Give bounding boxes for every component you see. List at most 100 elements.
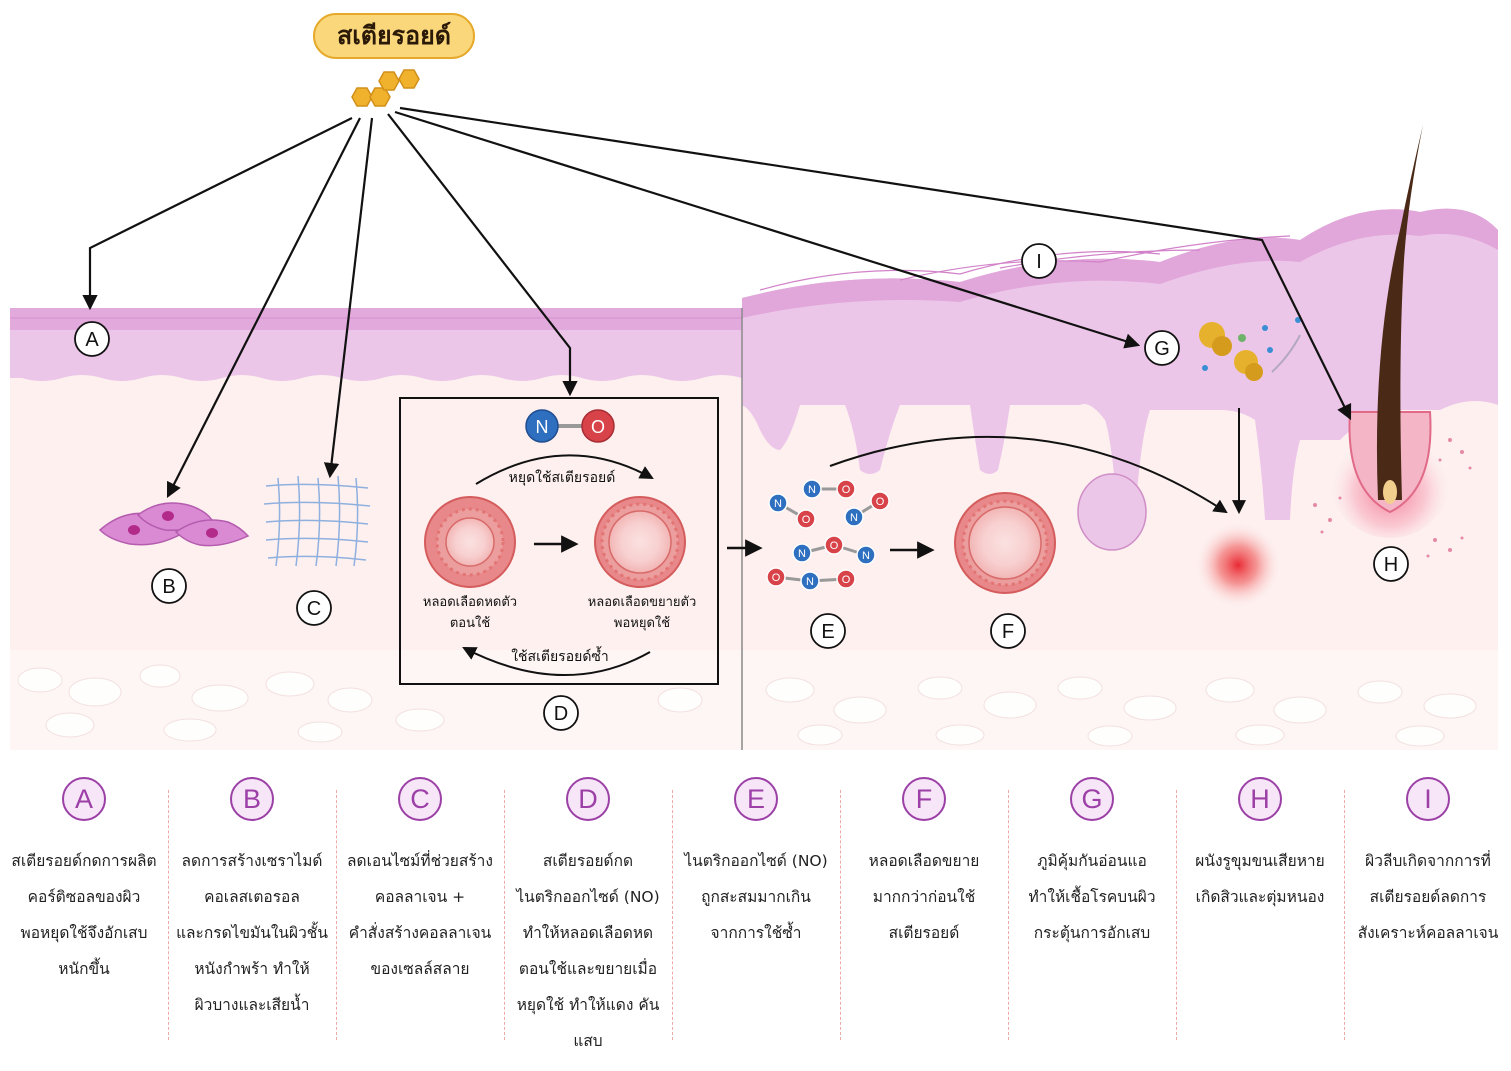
atom-symbol: N — [808, 484, 816, 496]
atom-symbol: N — [774, 498, 782, 510]
stop-arrow — [475, 454, 654, 485]
scene-label-h: H — [1384, 554, 1398, 576]
scene-label-a: A — [85, 329, 99, 351]
scene-label-d-circle — [543, 695, 579, 731]
steroid-title: สเตียรอยด์ — [313, 13, 475, 59]
atom-symbol: O — [842, 574, 851, 586]
legend-divider — [1176, 790, 1177, 1040]
scene-label-c: C — [307, 598, 321, 620]
skin-cross-section: N O หยุดใช้สเตียรอยด์ ใช้สเตียรอยด์ซ้ำ ห… — [10, 69, 1498, 750]
legend-item-g: G ภูมิคุ้มกันอ่อนแอ ทำให้เชื้อโรคบนผิว กร… — [1008, 775, 1176, 1065]
legend-badge: E — [734, 777, 778, 821]
legend-description: สเตียรอยด์กด ไนตริกออกไซด์ (NO) ทำให้หลอ… — [516, 852, 660, 1050]
fat-lobules — [17, 664, 1477, 747]
atom-symbol: N — [798, 548, 806, 560]
legend-badge: G — [1070, 777, 1114, 821]
legend-item-a: A สเตียรอยด์กดการผลิต คอร์ติซอลของผิว พอห… — [0, 775, 168, 1065]
constricted-vessel — [424, 496, 516, 588]
scene-label-f: F — [1002, 621, 1014, 643]
oxygen-atom — [824, 535, 844, 555]
legend-divider — [168, 790, 169, 1040]
legend-item-h: H ผนังรูขุมขนเสียหาย เกิดสิวและตุ่มหนอง — [1176, 775, 1344, 1065]
rete-oval — [1077, 473, 1147, 551]
legend-item-c: C ลดเอนไซม์ที่ช่วยสร้าง คอลลาเจน + คำสั่ง… — [336, 775, 504, 1065]
nitrogen-atom — [792, 543, 812, 563]
legend-item-d: D สเตียรอยด์กด ไนตริกออกไซด์ (NO) ทำให้หล… — [504, 775, 672, 1065]
oxygen-label: O — [591, 417, 605, 437]
scene-label-a-circle — [74, 321, 110, 357]
microbes — [1199, 317, 1301, 381]
dilated-vessel — [594, 496, 686, 588]
legend-divider — [672, 790, 673, 1040]
scene-label-e: E — [821, 621, 834, 643]
legend-badge: C — [398, 777, 442, 821]
dilated-label: หลอดเลือดขยายตัวพอหยุดใช้ — [588, 594, 697, 631]
atom-symbol: O — [842, 484, 851, 496]
scene-label-h-circle — [1373, 546, 1409, 582]
legend-divider — [504, 790, 505, 1040]
legend-badge: B — [230, 777, 274, 821]
hair-shaft — [1376, 125, 1423, 500]
scene-label-i: I — [1036, 251, 1042, 273]
scene-label-b-circle — [151, 568, 187, 604]
atom-symbol: N — [850, 512, 858, 524]
legend-description: สเตียรอยด์กดการผลิต คอร์ติซอลของผิว พอหย… — [11, 852, 157, 978]
stop-label: หยุดใช้สเตียรอยด์ — [509, 469, 616, 486]
inflammation-spot — [1196, 523, 1280, 607]
follicle-debris — [1313, 438, 1472, 558]
legend-description: ไนตริกออกไซด์ (NO) ถูกสะสมมากเกิน จากการ… — [684, 852, 828, 942]
legend-description: ภูมิคุ้มกันอ่อนแอ ทำให้เชื้อโรคบนผิว กระ… — [1028, 852, 1156, 942]
scene-label-g: G — [1154, 338, 1170, 360]
legend-description: ผนังรูขุมขนเสียหาย เกิดสิวและตุ่มหนอง — [1195, 852, 1325, 906]
nitrogen-atom — [802, 479, 822, 499]
legend-divider — [840, 790, 841, 1040]
stratum-corneum-right — [742, 208, 1498, 318]
hair-bulb — [1383, 480, 1397, 504]
no-to-inflammation-arrow — [829, 435, 1228, 514]
atom-symbol: O — [830, 540, 839, 552]
constricted-label: หลอดเลือดหดตัวตอนใช้ — [423, 594, 517, 631]
steroid-molecule-icon — [351, 69, 420, 107]
resume-label: ใช้สเตียรอยด์ซ้ำ — [511, 646, 609, 665]
oxygen-atom — [870, 491, 890, 511]
legend-item-e: E ไนตริกออกไซด์ (NO) ถูกสะสมมากเกิน จากกา… — [672, 775, 840, 1065]
atom-symbol: N — [806, 576, 814, 588]
steroid-arrows — [82, 106, 1352, 499]
scene-label-e-circle — [810, 613, 846, 649]
nitrogen-atom — [800, 571, 820, 591]
oxygen-atom — [836, 569, 856, 589]
legend-badge: H — [1238, 777, 1282, 821]
scene-label-f-circle — [990, 613, 1026, 649]
legend-description: ลดเอนไซม์ที่ช่วยสร้าง คอลลาเจน + คำสั่งส… — [347, 852, 493, 978]
legend-badge: F — [902, 777, 946, 821]
atom-symbol: O — [802, 514, 811, 526]
legend-divider — [1008, 790, 1009, 1040]
legend-badge: A — [62, 777, 106, 821]
nitrogen-atom — [768, 493, 788, 513]
legend-badge: I — [1406, 777, 1450, 821]
nitric-oxide-box — [399, 397, 719, 685]
nitrogen-atom — [856, 545, 876, 565]
oxygen-atom — [796, 509, 816, 529]
skin-diagram: N O หยุดใช้สเตียรอยด์ ใช้สเตียรอยด์ซ้ำ ห… — [10, 13, 1498, 750]
legend-item-b: B ลดการสร้างเซราไมด์ คอเลสเตอรอล และกรดไข… — [168, 775, 336, 1065]
nitrogen-atom — [844, 507, 864, 527]
legend-description: หลอดเลือดขยาย มากกว่าก่อนใช้ สเตียรอยด์ — [868, 852, 980, 942]
atom-symbol: O — [876, 496, 885, 508]
legend-divider — [1344, 790, 1345, 1040]
stratum-corneum-left — [10, 308, 742, 330]
atom-symbol: O — [772, 572, 781, 584]
legend-description: ลดการสร้างเซราไมด์ คอเลสเตอรอล และกรดไขม… — [176, 852, 328, 1014]
keratinocyte-cells — [98, 502, 250, 547]
dilated-vessel-f — [954, 492, 1056, 594]
legend-badge: D — [566, 777, 610, 821]
oxygen-atom — [766, 567, 786, 587]
scene-label-c-circle — [296, 590, 332, 626]
legend-divider — [336, 790, 337, 1040]
scene-label-b: B — [162, 576, 175, 598]
resume-arrow — [462, 647, 651, 677]
no-molecule — [525, 409, 615, 443]
